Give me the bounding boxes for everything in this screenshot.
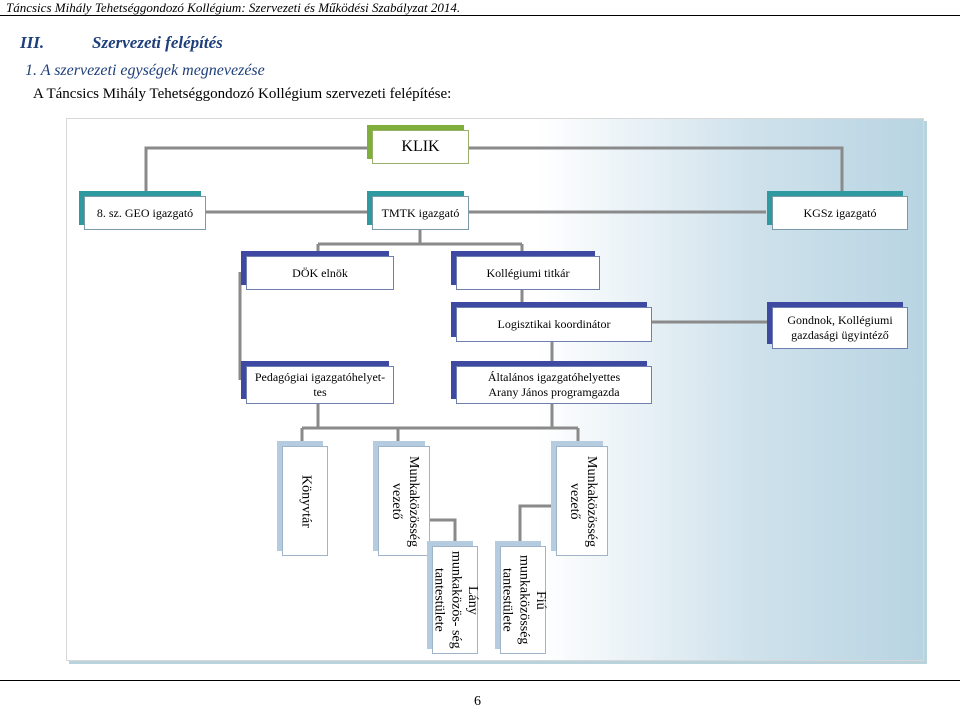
- library-node: Könyvtár: [282, 446, 328, 556]
- section-number: III.: [20, 33, 45, 52]
- dok-president-node: DÖK elnök: [246, 256, 394, 290]
- header-rule: [0, 15, 960, 16]
- boys-staff-node: Fiú munkaközösség tantestülete: [499, 546, 549, 654]
- girls-staff-node: Lány munkaközös- ség tantestülete: [431, 546, 481, 654]
- team-leader-1-line2: vezető: [389, 482, 404, 520]
- subsection-title: 1. A szervezeti egységek megnevezése: [25, 62, 265, 79]
- general-deputy-line2: Arany János programgazda: [488, 385, 620, 399]
- library-label: Könyvtár: [298, 474, 314, 528]
- girls-staff-line2: ség tantestülete: [431, 568, 464, 649]
- general-deputy-node: Általános igazgatóhelyettes Arany János …: [456, 366, 652, 404]
- boys-staff-line2: tantestülete: [499, 568, 515, 632]
- secretary-node: Kollégiumi titkár: [456, 256, 600, 290]
- kgsz-director-node: KGSz igazgató: [772, 196, 908, 230]
- intro-text: A Táncsics Mihály Tehetséggondozó Kollég…: [33, 86, 452, 102]
- tmtk-director-node: TMTK igazgató: [372, 196, 469, 230]
- team-leader-2-line2: vezető: [567, 482, 582, 520]
- klik-node: KLIK: [372, 130, 469, 164]
- general-deputy-line1: Általános igazgatóhelyettes: [487, 370, 621, 384]
- team-leader-1-node: Munkaközösség vezető: [378, 446, 430, 556]
- logistics-coordinator-label: Logisztikai koordinátor: [497, 317, 611, 331]
- kgsz-director-label: KGSz igazgató: [803, 205, 877, 220]
- secretary-label: Kollégiumi titkár: [486, 265, 570, 280]
- team-leader-2-node: Munkaközösség vezető: [556, 446, 608, 556]
- geo-director-label: 8. sz. GEO igazgató: [96, 205, 194, 220]
- logistics-coordinator-node: Logisztikai koordinátor: [456, 307, 652, 342]
- boys-staff-line1: Fiú munkaközösség: [516, 555, 549, 645]
- girls-staff-line1: Lány munkaközös-: [448, 551, 481, 627]
- running-header: Táncsics Mihály Tehetséggondozó Kollégiu…: [6, 0, 461, 15]
- pedagogical-deputy-line2: tes: [313, 385, 327, 399]
- footer-rule: [0, 680, 960, 681]
- tmtk-director-label: TMTK igazgató: [381, 205, 460, 220]
- page-number: 6: [474, 694, 481, 709]
- caretaker-label-line1: Gondnok, Kollégiumi: [787, 313, 893, 327]
- section-title: Szervezeti felépítés: [92, 33, 223, 52]
- geo-director-node: 8. sz. GEO igazgató: [84, 196, 206, 230]
- dok-president-label: DÖK elnök: [292, 265, 348, 280]
- pedagogical-deputy-line1: Pedagógiai igazgatóhelyet-: [254, 370, 386, 384]
- pedagogical-deputy-node: Pedagógiai igazgatóhelyet- tes: [246, 366, 394, 404]
- team-leader-2-line1: Munkaközösség: [583, 455, 599, 547]
- klik-label: KLIK: [401, 138, 440, 155]
- caretaker-label-line2: gazdasági ügyintéző: [791, 328, 889, 342]
- team-leader-1-line1: Munkaközösség: [405, 455, 421, 547]
- caretaker-node: Gondnok, Kollégiumi gazdasági ügyintéző: [772, 307, 908, 349]
